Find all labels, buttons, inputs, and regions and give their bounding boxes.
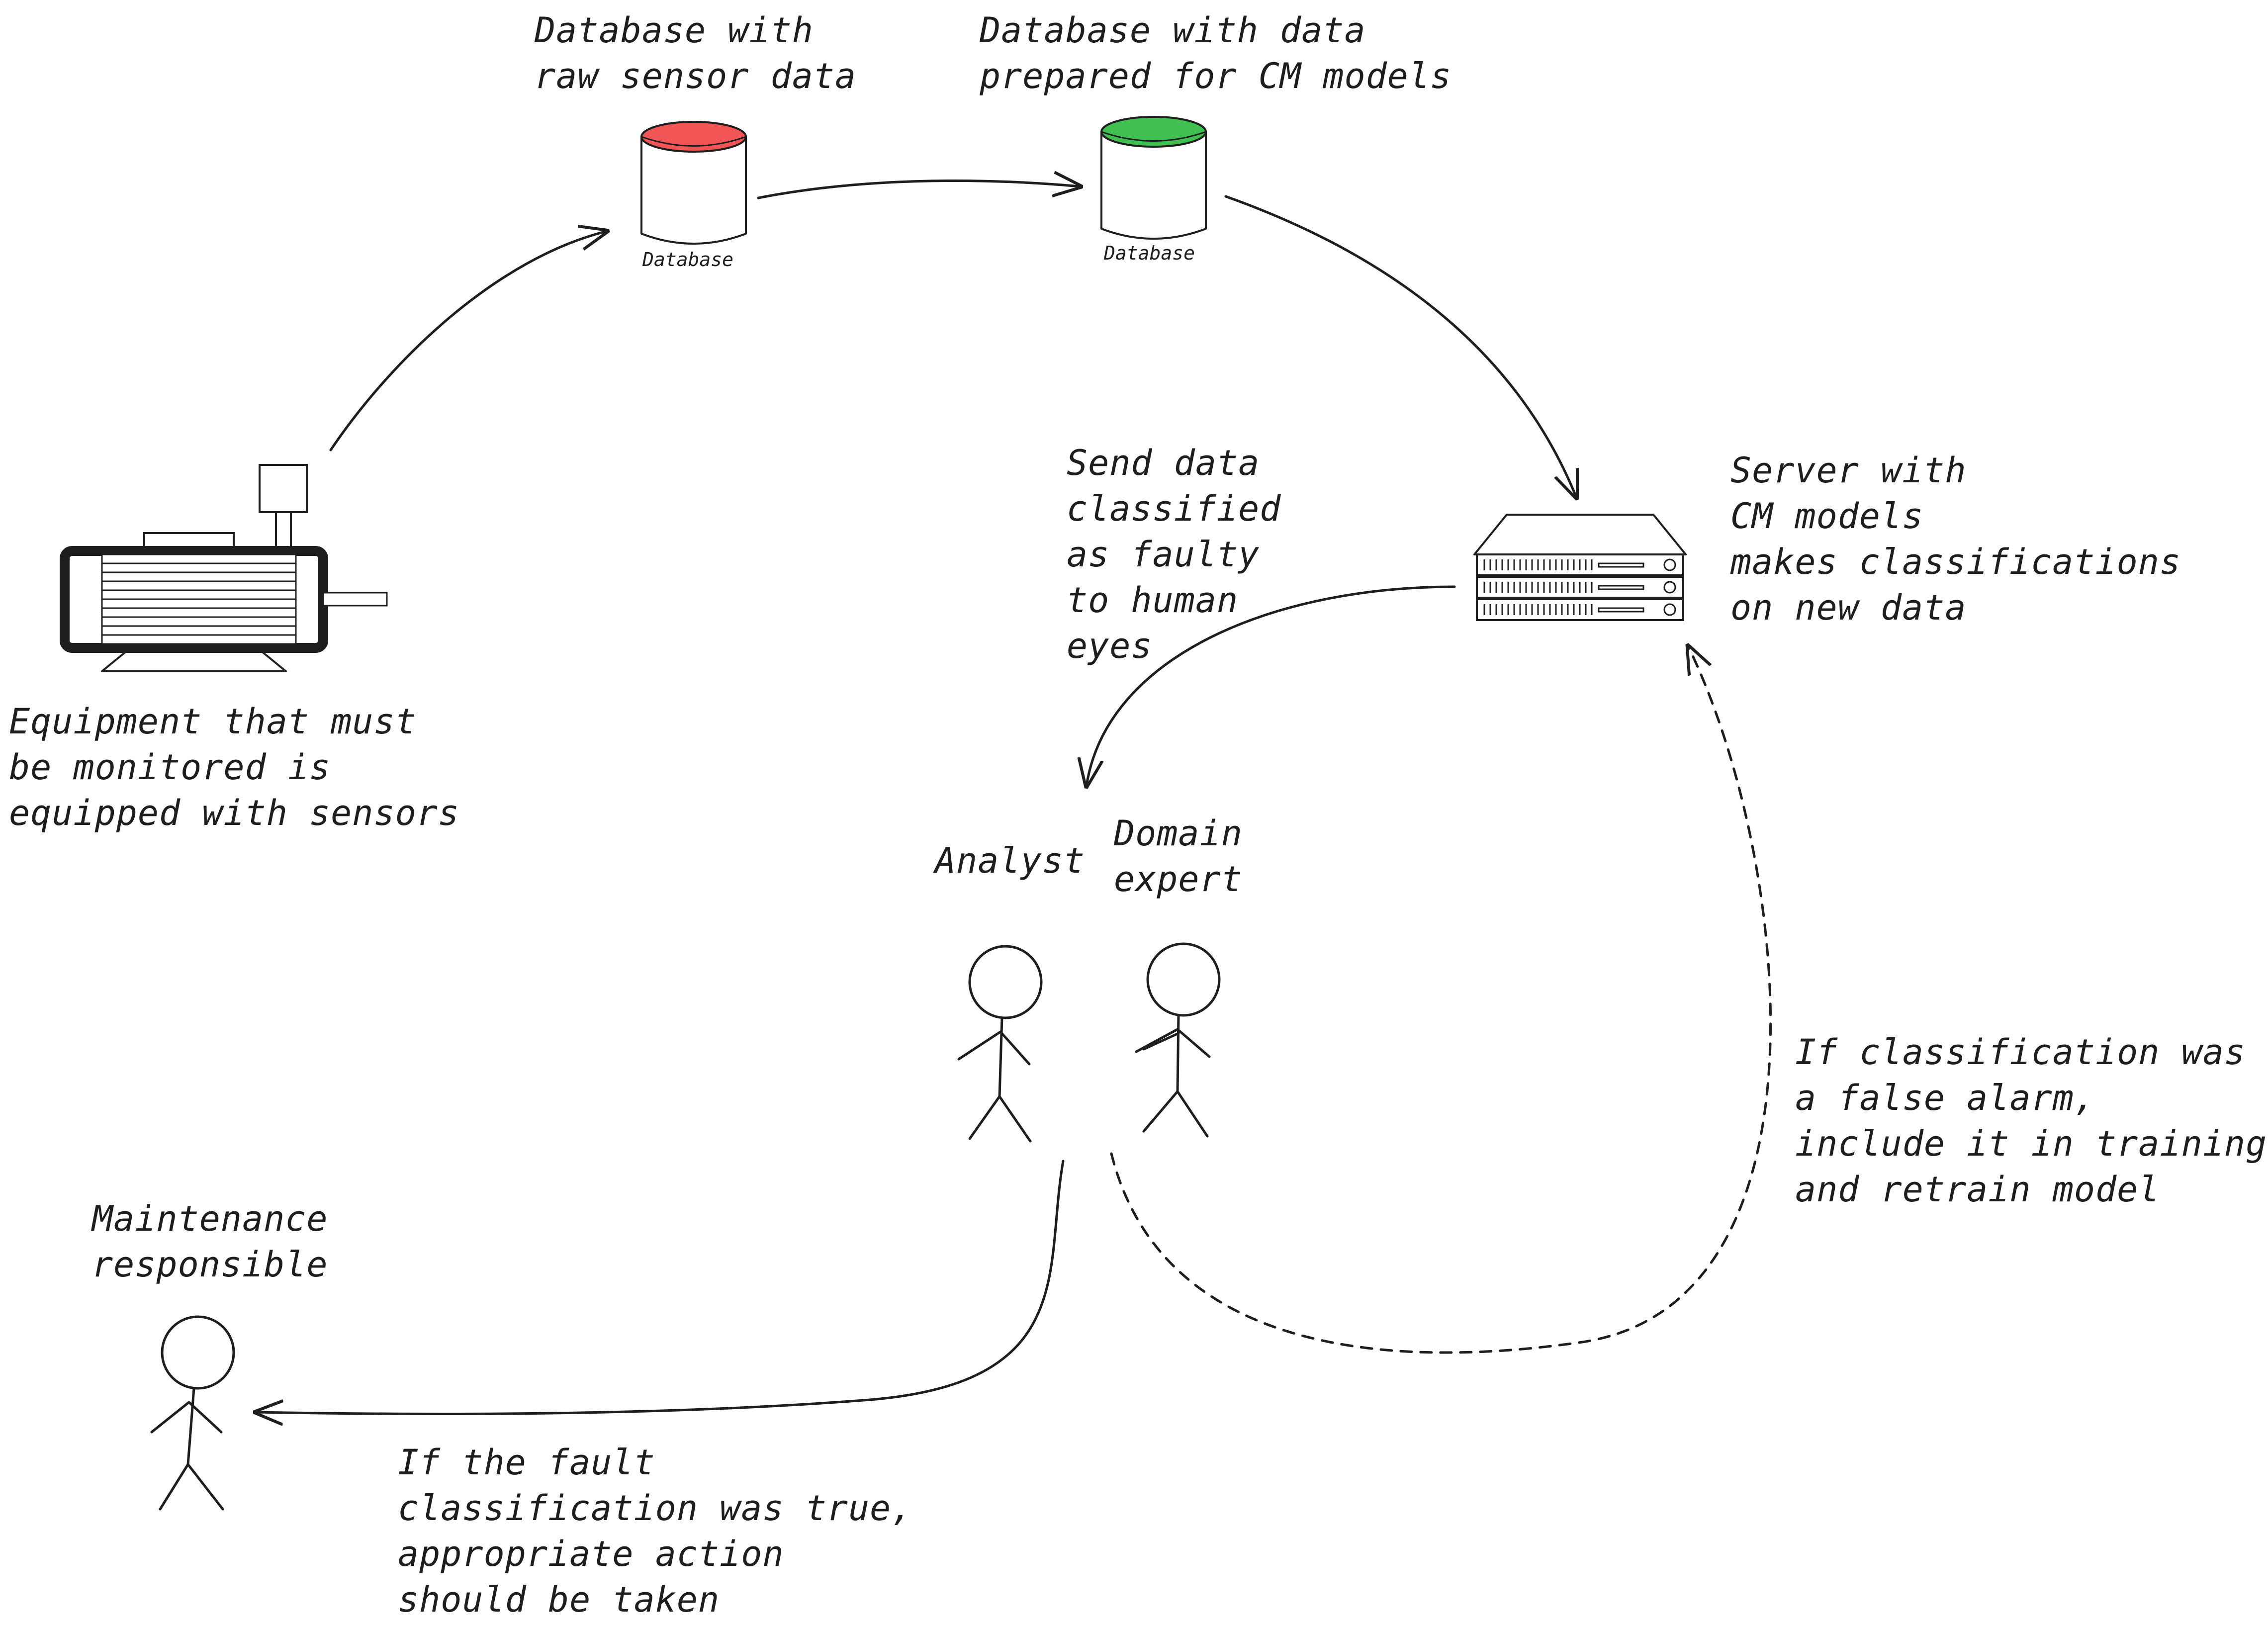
label-equipment: Equipment that must be monitored is equi…	[9, 701, 459, 833]
arrow-equipment-to-raw-db	[329, 231, 607, 452]
db-raw-caption: Database	[642, 249, 733, 271]
label-false-alarm: If classification was a false alarm, inc…	[1795, 1032, 2268, 1210]
arrow-analysts-to-maintenance	[256, 1160, 1065, 1414]
label-analyst: Analyst	[933, 840, 1085, 881]
dashed-arrow-retrain-to-server	[1110, 646, 1772, 1354]
database-raw-icon	[640, 121, 747, 245]
electric-motor-icon	[60, 464, 388, 672]
db-prepared-caption: Database	[1103, 242, 1195, 264]
arrow-prepared-db-to-server	[1224, 195, 1576, 497]
label-send-data: Send data classified as faulty to human …	[1067, 443, 1303, 666]
label-server: Server with CM models makes classificati…	[1730, 450, 2202, 628]
label-true-fault: If the fault classification was true, ap…	[398, 1442, 934, 1620]
label-domain-expert: Domain expert	[1113, 813, 1264, 900]
label-maintenance: Maintenance responsible	[91, 1198, 350, 1285]
server-rack-icon	[1473, 514, 1687, 621]
domain-expert-stick-figure-icon	[1135, 942, 1221, 1138]
database-prepared-icon	[1100, 116, 1207, 240]
analyst-stick-figure-icon	[957, 945, 1043, 1143]
label-db-raw: Database with raw sensor data	[534, 10, 856, 96]
label-db-prepared: Database with data prepared for CM model…	[979, 10, 1452, 96]
maintenance-stick-figure-icon	[150, 1315, 235, 1511]
arrow-raw-db-to-prepared-db	[757, 181, 1080, 199]
arrow-server-to-analysts	[1087, 585, 1456, 786]
